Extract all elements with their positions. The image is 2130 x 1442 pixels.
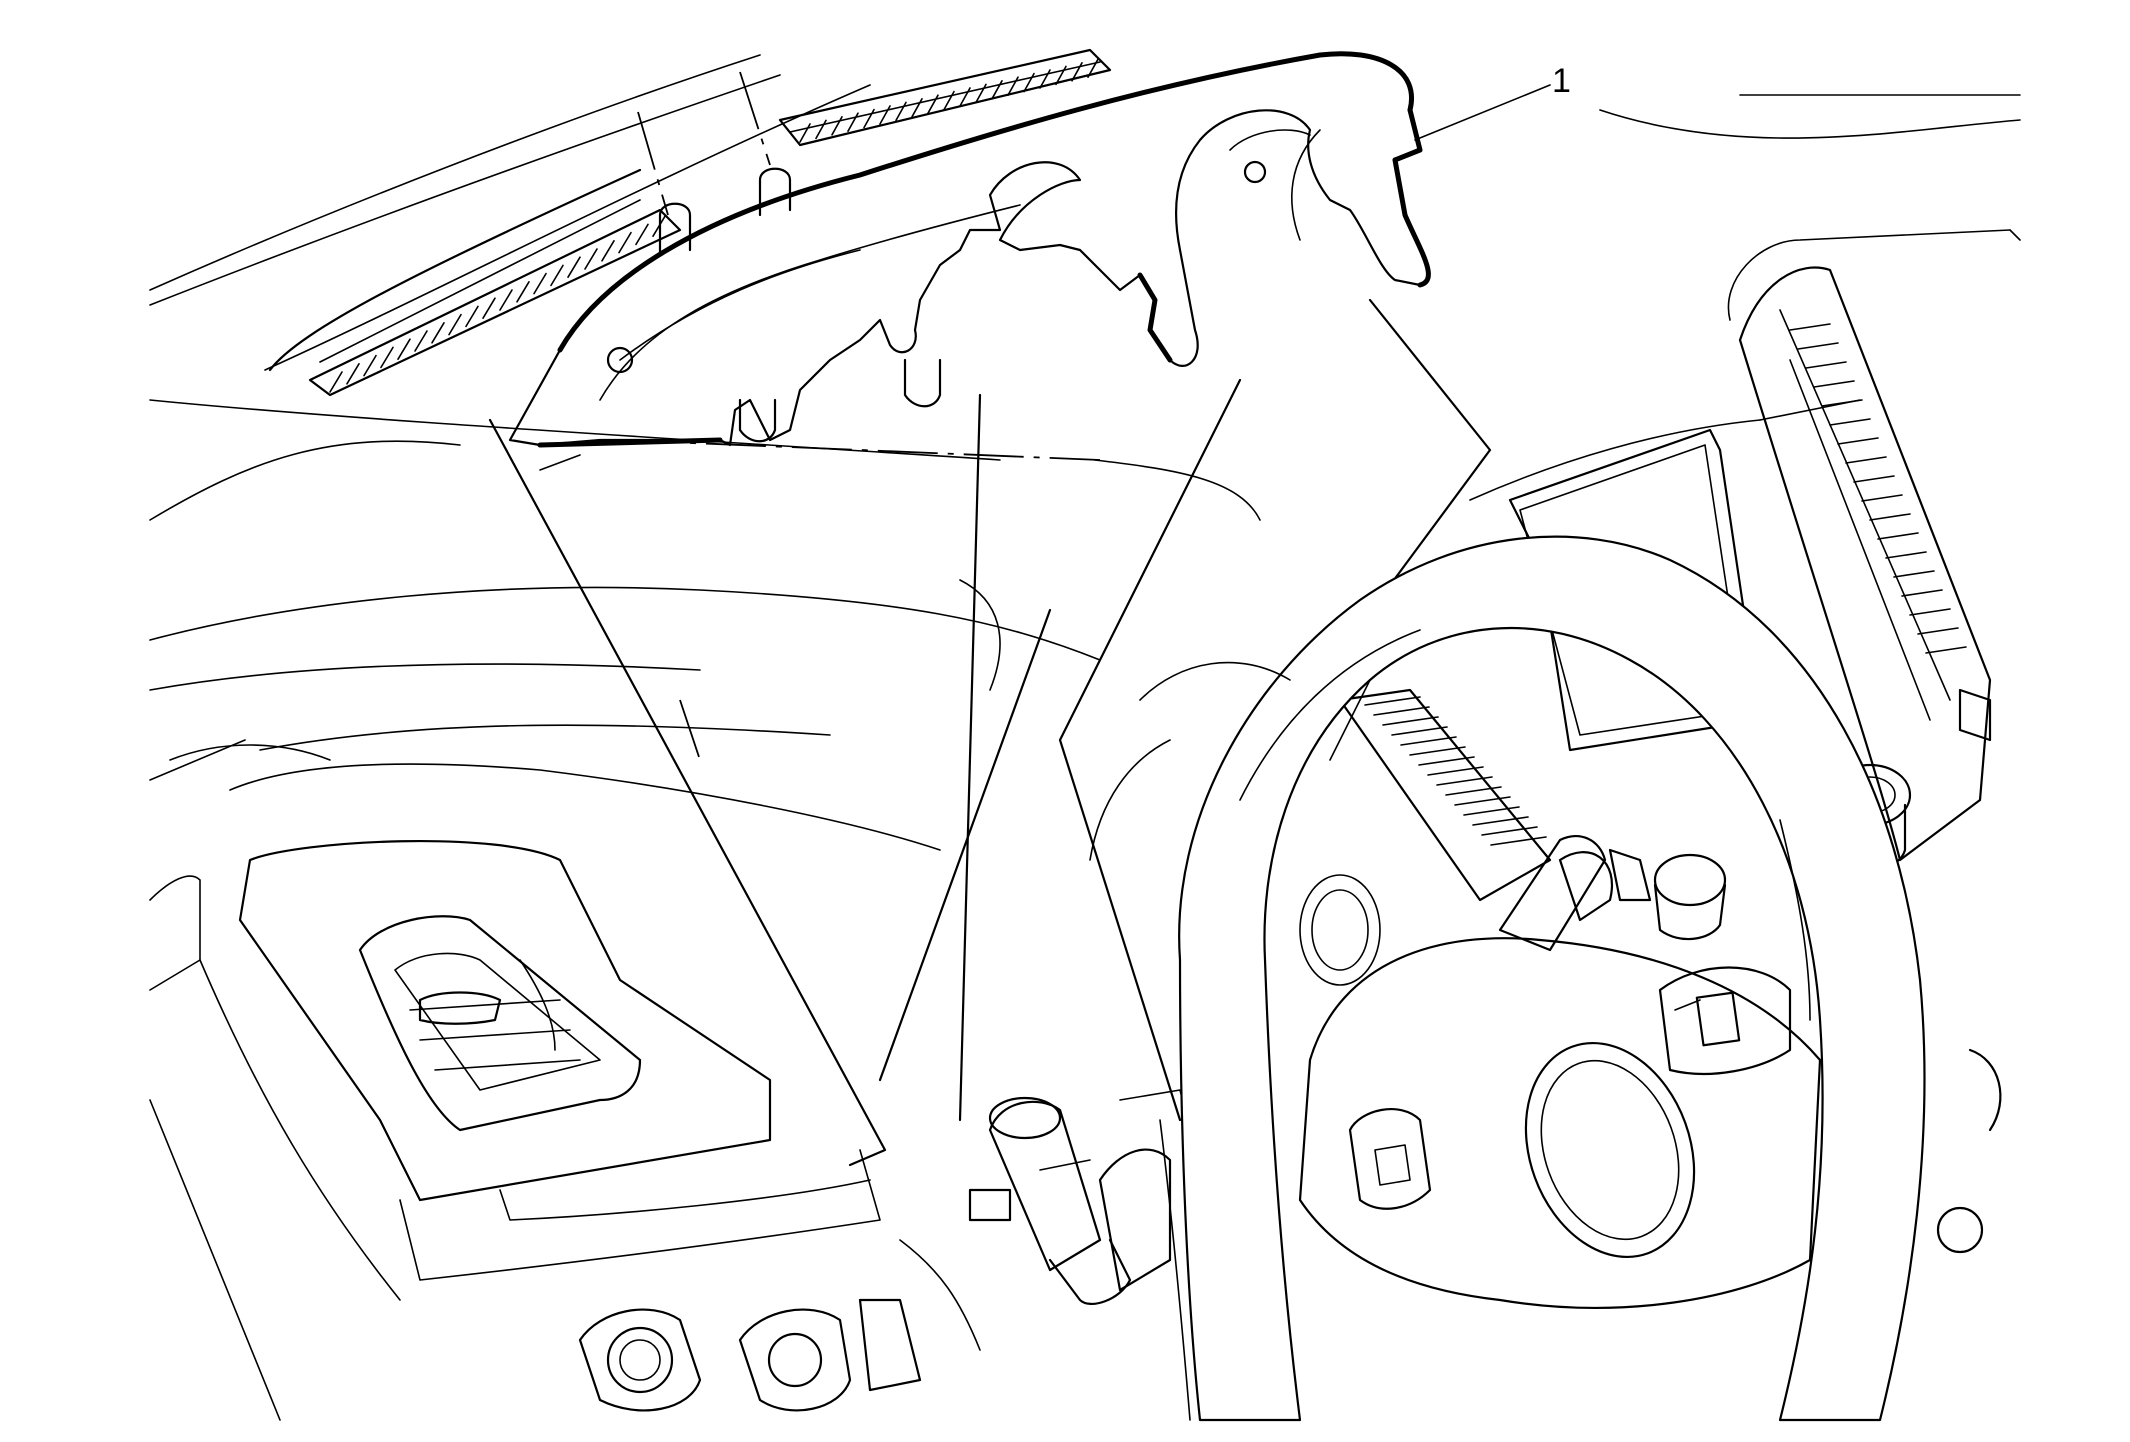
- vent-slat: [1813, 380, 1855, 388]
- vent-slat: [1087, 58, 1099, 78]
- vent-slat: [397, 338, 411, 360]
- vent-slat: [482, 297, 496, 319]
- vent-slat: [601, 240, 615, 262]
- vent-slat: [1364, 696, 1421, 706]
- vent-slat: [414, 330, 428, 352]
- vent-slat: [618, 231, 632, 254]
- vent-slat: [1071, 62, 1083, 82]
- vent-slat: [1409, 746, 1466, 756]
- vent-slat: [465, 305, 479, 328]
- vent-slat: [346, 363, 360, 385]
- vent-slat: [1877, 532, 1919, 540]
- air-vent-right: [1727, 229, 2021, 862]
- dash-body: [149, 399, 1261, 851]
- vent-slat: [975, 83, 987, 104]
- vent-slat: [1400, 736, 1457, 746]
- vent-slat: [1490, 836, 1547, 846]
- vent-slat: [1837, 437, 1879, 445]
- vent-slat: [448, 313, 462, 336]
- air-vent-center-right: [1338, 688, 1552, 902]
- vent-slat: [1925, 646, 1967, 654]
- vent-slat: [799, 123, 811, 143]
- instrument-panel-upper-trim: [508, 51, 1431, 448]
- vent-slat: [1445, 786, 1502, 796]
- vent-slat: [1055, 65, 1067, 86]
- vent-slat: [1909, 608, 1951, 616]
- windshield-lines: [149, 54, 2021, 371]
- steering-column-stalk-left: [968, 1089, 1201, 1305]
- vent-slat: [635, 223, 649, 246]
- vent-slat: [1382, 716, 1439, 726]
- vent-slat: [1023, 72, 1035, 93]
- vent-slat: [533, 272, 547, 295]
- vent-slat: [1463, 806, 1520, 816]
- vent-slat: [879, 105, 891, 125]
- vent-slat: [1472, 816, 1529, 826]
- vent-slat: [815, 119, 827, 140]
- vent-slat: [1901, 589, 1943, 597]
- vent-slat: [1454, 796, 1511, 806]
- vent-slat: [847, 112, 859, 132]
- air-vent-left: [238, 839, 881, 1281]
- defroster-vent-left: [268, 168, 682, 397]
- vent-slat: [499, 289, 513, 311]
- vent-slat: [911, 98, 923, 118]
- callout-number-1: 1: [1552, 62, 1571, 100]
- steering-wheel: [1159, 535, 1926, 1422]
- vent-slat: [567, 256, 581, 278]
- vent-slat: [1853, 475, 1895, 483]
- vent-slat: [363, 354, 377, 377]
- vent-slat: [1805, 361, 1847, 369]
- vent-slat: [1427, 766, 1484, 776]
- projection-guides: [488, 298, 1492, 1167]
- lower-left-panel: [149, 744, 401, 1421]
- vent-slat: [1789, 323, 1831, 331]
- gauge-cluster: [1089, 661, 1381, 986]
- vent-slat: [1039, 69, 1051, 89]
- vent-slat: [959, 87, 971, 107]
- vent-slat: [1829, 418, 1871, 426]
- vent-slat: [1373, 706, 1430, 716]
- vent-slat: [1391, 726, 1448, 736]
- vent-slat: [1007, 76, 1019, 96]
- vent-slat: [831, 116, 843, 136]
- vent-slat: [1481, 826, 1538, 836]
- vent-slat: [431, 322, 445, 344]
- vent-slat: [516, 281, 530, 303]
- vent-slat: [1861, 494, 1903, 502]
- vent-slat: [927, 94, 939, 114]
- vent-slat: [550, 264, 564, 287]
- vent-slat: [1893, 570, 1935, 578]
- lower-center-controls: [578, 1239, 981, 1412]
- alignment-lines: [619, 71, 1101, 761]
- defroster-vent-right: [778, 48, 1112, 147]
- vent-slat: [380, 346, 394, 369]
- vent-slat: [1418, 756, 1475, 766]
- vent-slat: [329, 371, 343, 393]
- vent-slat: [584, 248, 598, 270]
- vent-slat: [943, 90, 955, 111]
- vent-slat: [1436, 776, 1493, 786]
- vent-slat: [1797, 342, 1839, 350]
- vent-slat: [895, 101, 907, 122]
- vent-slat: [1821, 399, 1863, 407]
- steering-column-stalk-right: [1498, 835, 1652, 952]
- vent-slat: [1885, 551, 1927, 559]
- vent-slat: [1917, 627, 1959, 635]
- vent-slat: [1869, 513, 1911, 521]
- vent-slat: [991, 80, 1003, 100]
- vent-slat: [1845, 456, 1887, 464]
- vent-slat: [863, 108, 875, 129]
- callout-1-leader: [1414, 84, 1551, 141]
